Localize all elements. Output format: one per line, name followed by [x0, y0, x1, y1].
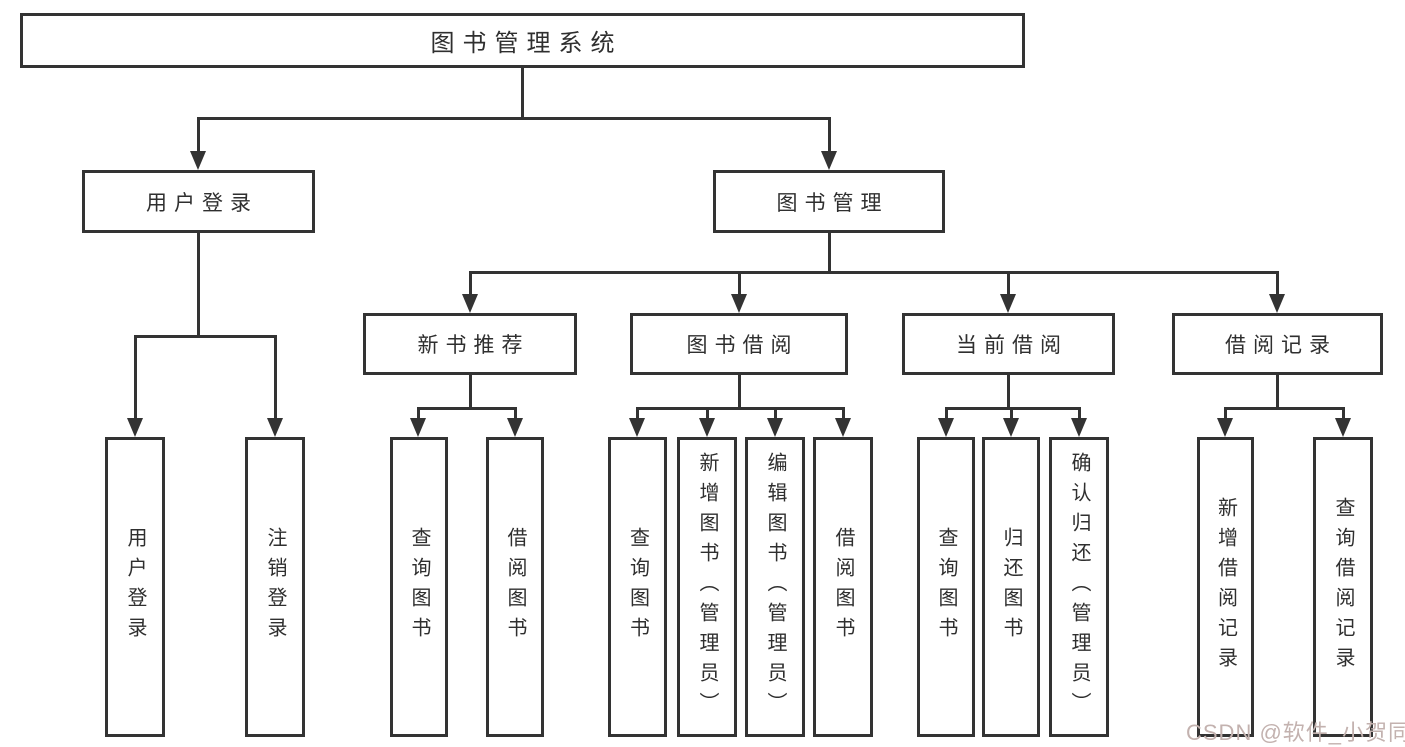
node-root-label: 图书管理系统 — [430, 30, 623, 57]
node-borrow-records-label: 借阅记录 — [1225, 334, 1337, 357]
connector-to-new-book — [469, 272, 472, 296]
node-user-login: 用户登录 — [82, 170, 315, 233]
connector-leaf-stem — [417, 408, 420, 420]
arrowhead-down-icon — [1335, 418, 1351, 437]
connector-leaf-stem — [774, 408, 777, 420]
leaf-borrow-books-recommend: 借阅图书 — [486, 437, 544, 737]
arrowhead-down-icon — [190, 151, 206, 170]
connector-new-book-stem — [469, 375, 472, 409]
arrowhead-down-icon — [267, 418, 283, 437]
arrowhead-down-icon — [507, 418, 523, 437]
connector-to-book-management — [828, 118, 831, 154]
connector-root-split — [197, 117, 831, 120]
arrowhead-down-icon — [731, 294, 747, 313]
arrowhead-down-icon — [462, 294, 478, 313]
node-book-borrow: 图书借阅 — [630, 313, 848, 375]
connector-current-borrow-split — [945, 407, 1081, 410]
leaf-query-books-recommend: 查询图书 — [390, 437, 448, 737]
arrowhead-down-icon — [127, 418, 143, 437]
leaf-borrow-books-recommend-label: 借阅图书 — [504, 527, 526, 647]
connector-borrow-records-stem — [1276, 375, 1279, 409]
leaf-borrow-books-label: 借阅图书 — [832, 527, 854, 647]
arrowhead-down-icon — [938, 418, 954, 437]
leaf-add-book-admin-label: 新增图书（管理员） — [696, 452, 718, 722]
leaf-query-books-current: 查询图书 — [917, 437, 975, 737]
connector-book-management-stem — [828, 233, 831, 273]
leaf-query-books-current-label: 查询图书 — [935, 527, 957, 647]
arrowhead-down-icon — [1269, 294, 1285, 313]
leaf-logout-login: 注销登录 — [245, 437, 305, 737]
leaf-query-borrow-record: 查询借阅记录 — [1313, 437, 1373, 737]
connector-book-management-split — [469, 271, 1279, 274]
node-new-book-recommend: 新书推荐 — [363, 313, 577, 375]
connector-to-leaf-user-login — [134, 336, 137, 420]
node-book-management-label: 图书管理 — [776, 191, 889, 215]
leaf-user-login: 用户登录 — [105, 437, 165, 737]
arrowhead-down-icon — [1217, 418, 1233, 437]
arrowhead-down-icon — [1071, 418, 1087, 437]
node-current-borrow: 当前借阅 — [902, 313, 1115, 375]
arrowhead-down-icon — [767, 418, 783, 437]
connector-leaf-stem — [1010, 408, 1013, 420]
connector-leaf-stem — [706, 408, 709, 420]
node-borrow-records: 借阅记录 — [1172, 313, 1383, 375]
connector-to-book-borrow — [738, 272, 741, 296]
connector-borrow-records-split — [1224, 407, 1345, 410]
leaf-confirm-return-admin: 确认归还（管理员） — [1049, 437, 1109, 737]
connector-root-stem — [521, 68, 524, 118]
connector-leaf-stem — [1342, 408, 1345, 420]
leaf-query-borrow-record-label: 查询借阅记录 — [1332, 497, 1354, 677]
arrowhead-down-icon — [1000, 294, 1016, 313]
arrowhead-down-icon — [835, 418, 851, 437]
node-root: 图书管理系统 — [20, 13, 1025, 68]
arrowhead-down-icon — [410, 418, 426, 437]
connector-book-borrow-split — [636, 407, 845, 410]
leaf-return-book-label: 归还图书 — [1000, 527, 1022, 647]
connector-to-user-login — [197, 118, 200, 154]
leaf-borrow-books: 借阅图书 — [813, 437, 873, 737]
arrowhead-down-icon — [821, 151, 837, 170]
leaf-logout-login-label: 注销登录 — [264, 527, 286, 647]
leaf-add-book-admin: 新增图书（管理员） — [677, 437, 737, 737]
leaf-query-books-borrow: 查询图书 — [608, 437, 667, 737]
connector-leaf-stem — [945, 408, 948, 420]
connector-user-login-split — [134, 335, 277, 338]
leaf-confirm-return-admin-label: 确认归还（管理员） — [1068, 452, 1090, 722]
connector-new-book-split — [417, 407, 517, 410]
connector-current-borrow-stem — [1007, 375, 1010, 409]
leaf-edit-book-admin: 编辑图书（管理员） — [745, 437, 805, 737]
csdn-watermark: CSDN @软件_小贺同学 — [1186, 720, 1405, 745]
node-current-borrow-label: 当前借阅 — [956, 334, 1068, 357]
arrowhead-down-icon — [629, 418, 645, 437]
node-user-login-label: 用户登录 — [146, 191, 258, 215]
node-book-management: 图书管理 — [713, 170, 945, 233]
node-new-book-recommend-label: 新书推荐 — [417, 334, 530, 357]
leaf-add-borrow-record: 新增借阅记录 — [1197, 437, 1254, 737]
connector-leaf-stem — [636, 408, 639, 420]
connector-leaf-stem — [842, 408, 845, 420]
connector-leaf-stem — [1078, 408, 1081, 420]
leaf-add-borrow-record-label: 新增借阅记录 — [1214, 497, 1237, 677]
node-book-borrow-label: 图书借阅 — [686, 334, 799, 357]
leaf-return-book: 归还图书 — [982, 437, 1040, 737]
arrowhead-down-icon — [699, 418, 715, 437]
connector-to-borrow-records — [1276, 272, 1279, 296]
connector-leaf-stem — [514, 408, 517, 420]
leaf-query-books-recommend-label: 查询图书 — [408, 527, 430, 647]
arrowhead-down-icon — [1003, 418, 1019, 437]
leaf-user-login-label: 用户登录 — [124, 527, 146, 647]
leaf-edit-book-admin-label: 编辑图书（管理员） — [764, 452, 786, 722]
connector-to-leaf-logout — [274, 336, 277, 420]
leaf-query-books-borrow-label: 查询图书 — [626, 527, 649, 647]
connector-user-login-stem — [197, 233, 200, 336]
connector-leaf-stem — [1224, 408, 1227, 420]
connector-to-current-borrow — [1007, 272, 1010, 296]
connector-book-borrow-stem — [738, 375, 741, 409]
